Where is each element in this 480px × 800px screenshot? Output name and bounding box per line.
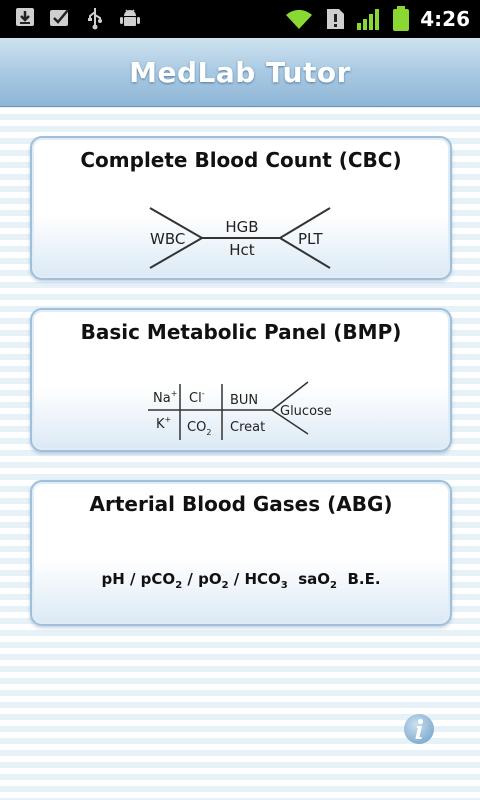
info-icon — [404, 714, 434, 744]
abg-panel-button[interactable]: Arterial Blood Gases (ABG) pH / pCO2 / p… — [30, 480, 452, 626]
cbc-label-wbc: WBC — [150, 230, 185, 248]
cbc-diagram: WBC HGB Hct PLT — [149, 207, 331, 269]
bmp-title: Basic Metabolic Panel (BMP) — [80, 320, 402, 344]
clock: 4:26 — [420, 7, 470, 31]
info-button[interactable] — [403, 713, 435, 745]
bmp-panel-button[interactable]: Basic Metabolic Panel (BMP) Na+ Cl- BUN … — [30, 308, 452, 452]
cbc-panel-button[interactable]: Complete Blood Count (CBC) WBC HGB Hct P… — [30, 136, 452, 280]
bmp-label-co2: CO2 — [187, 420, 211, 437]
download-icon — [14, 6, 36, 30]
cbc-label-hct: Hct — [229, 241, 255, 259]
abg-formula: pH / pCO2 / pO2 / HCO3 saO2 B.E. — [101, 570, 381, 591]
bmp-label-k: K+ — [156, 415, 171, 432]
cbc-label-plt: PLT — [298, 230, 323, 248]
bmp-label-glucose: Glucose — [280, 404, 332, 419]
bmp-label-na: Na+ — [153, 389, 177, 406]
check-icon — [48, 6, 72, 30]
app-title-bar: MedLab Tutor — [0, 38, 480, 107]
android-debug-icon — [118, 6, 142, 30]
bmp-label-bun: BUN — [230, 393, 258, 408]
status-bar: 4:26 — [0, 0, 480, 38]
bmp-label-creat: Creat — [230, 420, 265, 435]
bmp-diagram: Na+ Cl- BUN K+ CO2 Creat Glucose — [148, 381, 332, 440]
alert-icon — [324, 7, 346, 31]
bmp-label-cl: Cl- — [189, 389, 205, 406]
abg-title: Arterial Blood Gases (ABG) — [89, 492, 393, 516]
app-title: MedLab Tutor — [129, 55, 351, 89]
wifi-icon — [284, 7, 314, 31]
cbc-label-hgb: HGB — [225, 218, 258, 236]
battery-icon — [392, 6, 410, 32]
usb-icon — [84, 6, 106, 30]
cbc-title: Complete Blood Count (CBC) — [80, 148, 402, 172]
signal-icon — [356, 7, 382, 31]
